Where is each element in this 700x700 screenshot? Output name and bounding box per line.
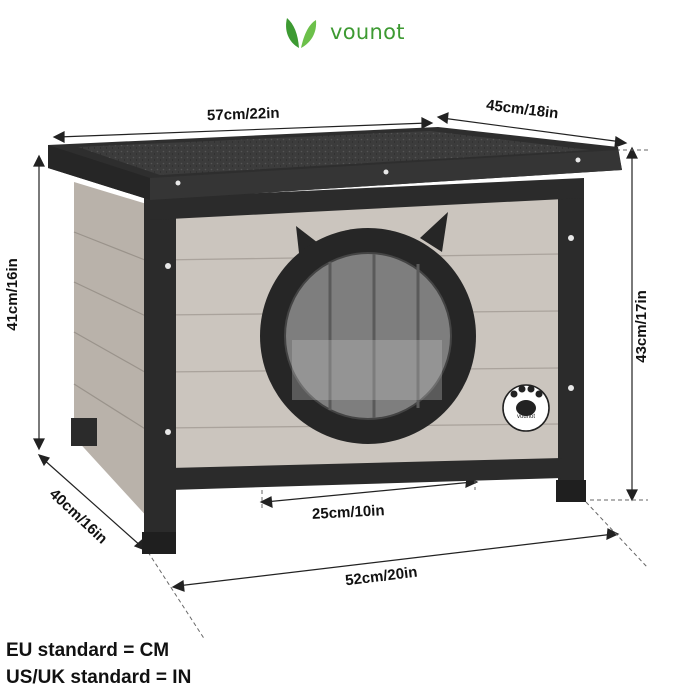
paw-print-icon: vounot: [502, 384, 550, 432]
cat-house: vounot: [48, 127, 622, 554]
label-right-height: 43cm/17in: [632, 290, 650, 363]
eu-standard-note: EU standard = CM: [6, 640, 170, 661]
leaf-logo-icon: [286, 18, 317, 48]
label-top-length: 57cm/22in: [206, 104, 280, 125]
label-left-height: 41cm/16in: [3, 258, 21, 331]
us-uk-standard-note: US/UK standard = IN: [6, 667, 192, 688]
brand-name: vounot: [330, 20, 405, 44]
dimension-lines: [33, 112, 638, 592]
brand-header: vounot: [280, 12, 405, 52]
badge-text: vounot: [517, 414, 535, 420]
